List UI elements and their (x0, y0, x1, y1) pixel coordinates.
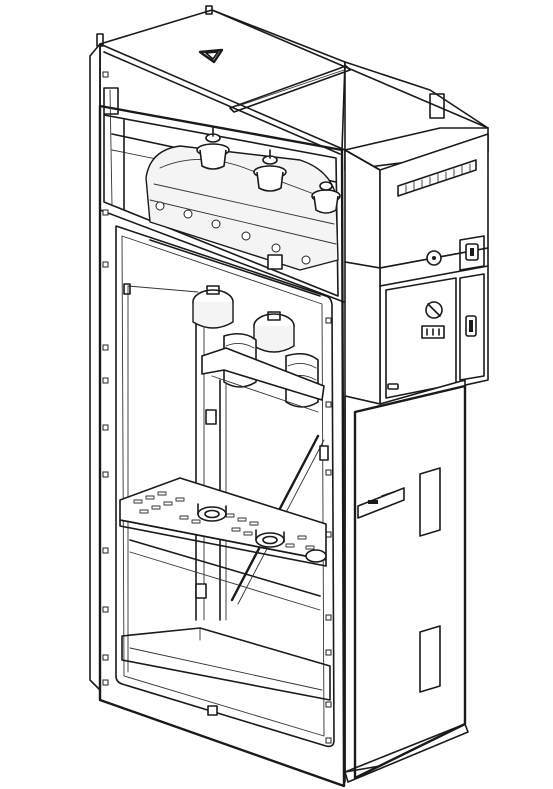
busbar-insulator-2 (253, 149, 287, 192)
frame-holes-left (102, 71, 109, 686)
busbar-insulator-3 (311, 181, 341, 214)
operating-handle-socket[interactable] (425, 301, 443, 319)
position-indicator-icon (421, 325, 445, 339)
cabinet-frame (89, 43, 346, 788)
cable-gland-1 (197, 503, 227, 522)
vent-slot (397, 159, 477, 197)
indicator-lamp (426, 250, 442, 266)
inspection-window-lower (419, 625, 441, 693)
cable-gland-3 (305, 549, 327, 563)
busbar-insulator-1 (196, 127, 230, 170)
small-lamp (387, 383, 399, 390)
current-transformer-1 (192, 285, 234, 329)
door-handle[interactable] (465, 315, 477, 337)
cable-compartment-door (344, 379, 469, 783)
cable-gland-2 (255, 529, 285, 548)
cabinet-base (121, 627, 331, 701)
door-lock[interactable] (357, 487, 405, 519)
transformer-mount (201, 347, 325, 413)
frame-holes-right (325, 317, 332, 744)
busbar-compartment (103, 87, 341, 297)
cable-tray (119, 477, 327, 599)
busbar-bolts (155, 201, 311, 265)
selector-switch[interactable] (465, 243, 479, 261)
warning-triangle-icon (198, 48, 224, 64)
inspection-window-upper (419, 467, 441, 537)
current-transformer-2 (253, 311, 295, 353)
